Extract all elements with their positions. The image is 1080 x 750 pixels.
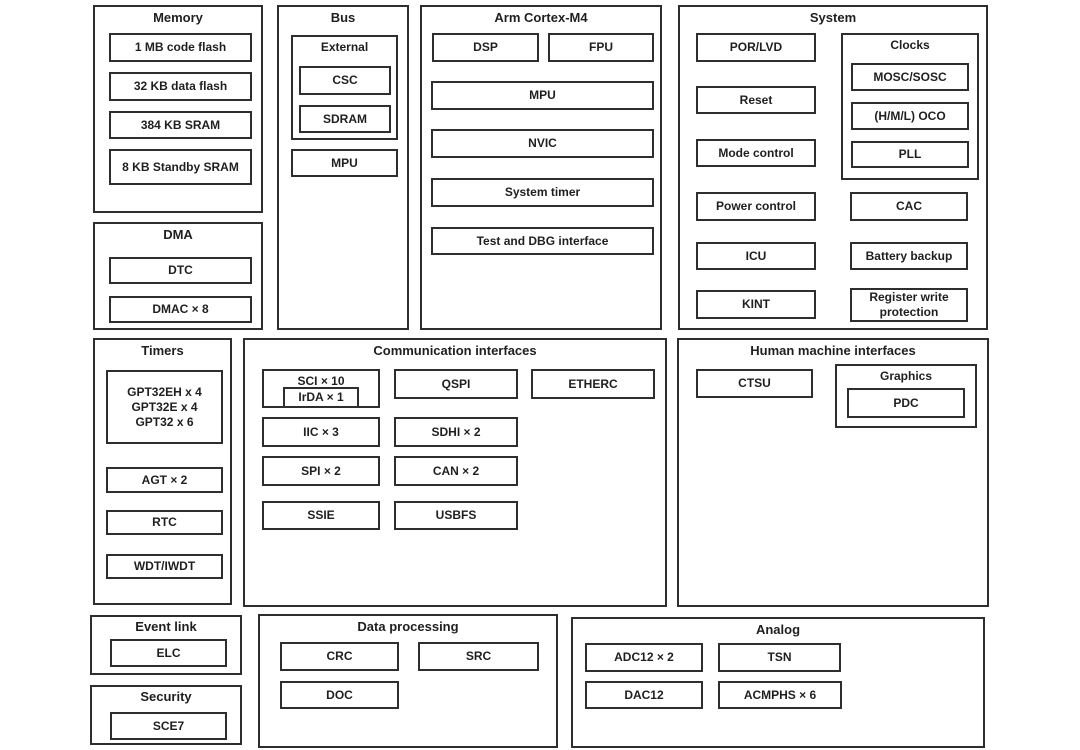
bus-external-group: External CSC SDRAM — [291, 35, 398, 140]
block-reset: Reset — [696, 86, 816, 114]
block-dmac: DMAC × 8 — [109, 296, 252, 323]
block-dtc: DTC — [109, 257, 252, 284]
block-battery-backup: Battery backup — [850, 242, 968, 270]
clocks-group: Clocks MOSC/SOSC (H/M/L) OCO PLL — [841, 33, 979, 180]
block-ssie: SSIE — [262, 501, 380, 530]
block-cac: CAC — [850, 192, 968, 221]
block-nvic: NVIC — [431, 129, 654, 158]
block-acmphs: ACMPHS × 6 — [718, 681, 842, 709]
block-dsp: DSP — [432, 33, 539, 62]
block-pdc: PDC — [847, 388, 965, 418]
block-ctsu: CTSU — [696, 369, 813, 398]
block-por-lvd: POR/LVD — [696, 33, 816, 62]
dma-panel: DMA DTC DMAC × 8 — [93, 222, 263, 330]
block-sdhi: SDHI × 2 — [394, 417, 518, 447]
block-standby-sram: 8 KB Standby SRAM — [109, 149, 252, 185]
block-can: CAN × 2 — [394, 456, 518, 486]
block-tsn: TSN — [718, 643, 841, 672]
timers-title: Timers — [141, 343, 184, 358]
block-system-timer: System timer — [431, 178, 654, 207]
block-sci: SCI × 10 IrDA × 1 — [262, 369, 380, 408]
comm-panel: Communication interfaces SCI × 10 IrDA ×… — [243, 338, 667, 607]
block-bus-mpu: MPU — [291, 149, 398, 177]
block-adc12: ADC12 × 2 — [585, 643, 703, 672]
sci-label: SCI × 10 — [297, 374, 345, 388]
block-src: SRC — [418, 642, 539, 671]
memory-title: Memory — [153, 10, 203, 25]
block-code-flash: 1 MB code flash — [109, 33, 252, 62]
bus-title: Bus — [330, 10, 356, 25]
graphics-title: Graphics — [879, 369, 933, 383]
block-fpu: FPU — [548, 33, 654, 62]
block-power-control: Power control — [696, 192, 816, 221]
dataproc-panel: Data processing CRC SRC DOC — [258, 614, 558, 748]
analog-panel: Analog ADC12 × 2 TSN DAC12 ACMPHS × 6 — [571, 617, 985, 748]
block-dac12: DAC12 — [585, 681, 703, 709]
block-pll: PLL — [851, 141, 969, 168]
block-iic: IIC × 3 — [262, 417, 380, 447]
bus-external-title: External — [320, 40, 369, 54]
block-mode-control: Mode control — [696, 139, 816, 167]
block-sdram: SDRAM — [299, 105, 391, 133]
block-irda: IrDA × 1 — [283, 387, 359, 408]
timers-panel: Timers GPT32EH x 4 GPT32E x 4 GPT32 x 6 … — [93, 338, 232, 605]
block-icu: ICU — [696, 242, 816, 270]
block-sce7: SCE7 — [110, 712, 227, 740]
eventlink-title: Event link — [135, 619, 197, 634]
block-agt: AGT × 2 — [106, 467, 223, 493]
block-qspi: QSPI — [394, 369, 518, 399]
dma-title: DMA — [163, 227, 193, 242]
block-test-dbg: Test and DBG interface — [431, 227, 654, 255]
block-csc: CSC — [299, 66, 391, 95]
memory-panel: Memory 1 MB code flash 32 KB data flash … — [93, 5, 263, 213]
block-kint: KINT — [696, 290, 816, 319]
block-spi: SPI × 2 — [262, 456, 380, 486]
block-rtc: RTC — [106, 510, 223, 535]
analog-title: Analog — [755, 622, 801, 637]
block-elc: ELC — [110, 639, 227, 667]
bus-panel: Bus External CSC SDRAM MPU — [277, 5, 409, 330]
graphics-group: Graphics PDC — [835, 364, 977, 428]
block-gpt: GPT32EH x 4 GPT32E x 4 GPT32 x 6 — [106, 370, 223, 444]
hmi-panel: Human machine interfaces CTSU Graphics P… — [677, 338, 989, 607]
dataproc-title: Data processing — [357, 619, 459, 634]
comm-title: Communication interfaces — [373, 343, 537, 358]
block-usbfs: USBFS — [394, 501, 518, 530]
block-data-flash: 32 KB data flash — [109, 72, 252, 101]
eventlink-panel: Event link ELC — [90, 615, 242, 675]
cortex-panel: Arm Cortex-M4 DSP FPU MPU NVIC System ti… — [420, 5, 662, 330]
block-etherc: ETHERC — [531, 369, 655, 399]
block-cortex-mpu: MPU — [431, 81, 654, 110]
block-doc: DOC — [280, 681, 399, 709]
block-crc: CRC — [280, 642, 399, 671]
block-wdt-iwdt: WDT/IWDT — [106, 554, 223, 579]
clocks-title: Clocks — [890, 38, 930, 52]
system-title: System — [809, 10, 857, 25]
block-sram: 384 KB SRAM — [109, 111, 252, 139]
block-mosc-sosc: MOSC/SOSC — [851, 63, 969, 91]
hmi-title: Human machine interfaces — [750, 343, 916, 358]
security-panel: Security SCE7 — [90, 685, 242, 745]
block-oco: (H/M/L) OCO — [851, 102, 969, 130]
security-title: Security — [140, 689, 192, 704]
block-register-write-protection: Register write protection — [850, 288, 968, 322]
cortex-title: Arm Cortex-M4 — [494, 10, 588, 25]
system-panel: System POR/LVD Reset Mode control Power … — [678, 5, 988, 330]
